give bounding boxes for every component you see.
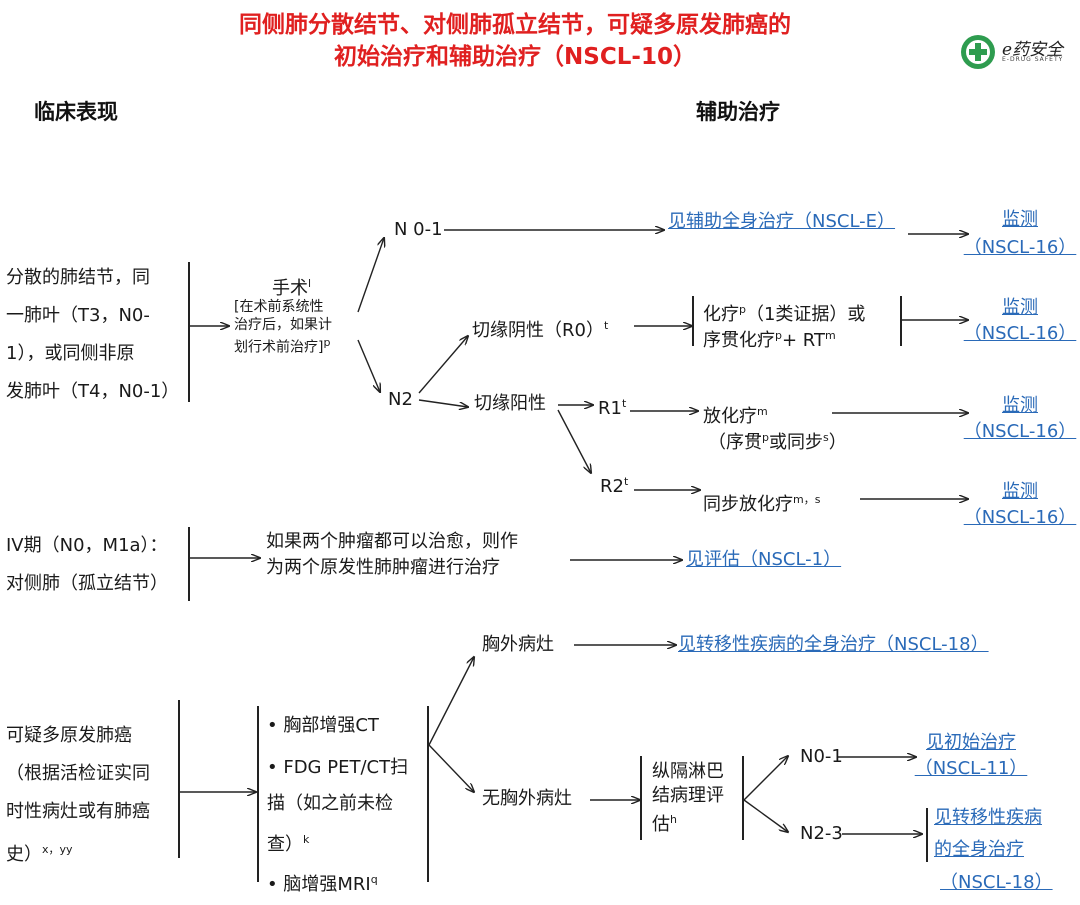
node-extrathoracic: 胸外病灶 — [482, 634, 554, 655]
link-monitor-ref[interactable]: （NSCL-16） — [963, 323, 1077, 344]
header-clinical: 临床表现 — [34, 100, 118, 124]
suspected-mpl-line: （根据活检证实同 — [6, 763, 150, 784]
stage-iv-line: 对侧肺（孤立结节） — [6, 573, 168, 594]
node-n01-mpl: N0-1 — [800, 746, 843, 767]
surgery-note: 划行术前治疗]p — [234, 336, 331, 356]
workup-item: • 脑增强MRIq — [267, 873, 378, 895]
stage-iv-action: 如果两个肿瘤都可以治愈，则作 — [266, 531, 518, 552]
link-metastatic-systemic-ref[interactable]: （NSCL-18） — [940, 872, 1053, 893]
presentation-line: 发肺叶（T4，N0-1） — [6, 381, 180, 402]
presentation-line: 一肺叶（T3，N0- — [6, 305, 150, 326]
diagram-title-line1: 同侧肺分散结节、对侧肺孤立结节，可疑多原发肺癌的 — [239, 12, 791, 38]
header-adjuvant: 辅助治疗 — [696, 100, 780, 124]
bracket-section1-left — [188, 262, 190, 402]
bracket-n23-left — [926, 808, 928, 862]
node-no-extrathoracic: 无胸外病灶 — [482, 788, 572, 809]
presentation-line: 分散的肺结节，同 — [6, 267, 150, 288]
link-evaluation[interactable]: 见评估（NSCL-1） — [686, 549, 842, 570]
logo-cross-icon — [961, 35, 995, 69]
link-monitor[interactable]: 监测 — [1002, 395, 1038, 416]
r1-treatment-line1: 放化疗m — [703, 405, 768, 427]
node-r1: R1t — [598, 397, 627, 419]
r0-treatment-line1: 化疗p（1类证据）或 — [703, 303, 866, 325]
mediastinal-eval: 纵隔淋巴 — [652, 761, 724, 782]
node-n01: N 0-1 — [394, 219, 443, 240]
mediastinal-eval: 结病理评 — [652, 785, 724, 806]
link-monitor[interactable]: 监测 — [1002, 481, 1038, 502]
stage-iv-action: 为两个原发性肺肿瘤进行治疗 — [266, 557, 500, 578]
bracket-section2-left — [188, 527, 190, 601]
node-n2: N2 — [388, 389, 413, 410]
bracket-mediastinal-right — [742, 756, 744, 840]
presentation-line: 1），或同侧非原 — [6, 343, 135, 364]
link-monitor-ref[interactable]: （NSCL-16） — [963, 237, 1077, 258]
link-monitor[interactable]: 监测 — [1002, 209, 1038, 230]
e-drug-safety-logo: e药安全 E-DRUG SAFETY — [958, 32, 1068, 72]
suspected-mpl-line: 史）x，yy — [6, 843, 73, 865]
node-r2: R2t — [600, 475, 629, 497]
workup-item: • 胸部增强CT — [267, 715, 379, 736]
link-metastatic-systemic[interactable]: 见转移性疾病 — [934, 807, 1042, 828]
link-adjuvant-systemic[interactable]: 见辅助全身治疗（NSCL-E） — [668, 211, 896, 232]
r1-treatment-line2: （序贯p或同步s） — [708, 431, 847, 453]
bracket-section3-left — [178, 700, 180, 858]
logo-brand: e药安全 — [1002, 40, 1064, 60]
stage-iv-line: IV期（N0，M1a）： — [6, 535, 168, 556]
bracket-mediastinal-left — [640, 756, 642, 840]
link-monitor[interactable]: 监测 — [1002, 297, 1038, 318]
mediastinal-eval: 估h — [652, 813, 677, 835]
link-metastatic-systemic[interactable]: 见转移性疾病的全身治疗（NSCL-18） — [678, 634, 989, 655]
link-monitor-ref[interactable]: （NSCL-16） — [963, 421, 1077, 442]
suspected-mpl-line: 可疑多原发肺癌 — [6, 725, 132, 746]
logo-sub: E-DRUG SAFETY — [1002, 56, 1064, 63]
link-monitor-ref[interactable]: （NSCL-16） — [963, 507, 1077, 528]
workup-item: 查）k — [267, 833, 310, 855]
r2-treatment: 同步放化疗m，s — [703, 493, 821, 515]
workup-item: 描（如之前未检 — [267, 793, 393, 814]
surgery-note: [在术前系统性 — [234, 299, 324, 315]
diagram-title-line2: 初始治疗和辅助治疗（NSCL-10） — [334, 44, 696, 70]
bracket-workup-left — [257, 706, 259, 882]
workup-item: • FDG PET/CT扫 — [267, 757, 409, 778]
surgery-label: 手术l — [272, 277, 312, 299]
bracket-workup-right — [427, 706, 429, 882]
link-initial-treatment[interactable]: 见初始治疗 — [926, 732, 1016, 753]
r0-treatment-line2: 序贯化疗p+ RTm — [703, 329, 836, 351]
link-initial-treatment-ref[interactable]: （NSCL-11） — [914, 758, 1028, 779]
surgery-note: 治疗后，如果计 — [234, 317, 332, 333]
node-margin-negative: 切缘阴性（R0）t — [472, 319, 609, 341]
bracket-r0-right — [900, 296, 902, 346]
node-n23-mpl: N2-3 — [800, 823, 843, 844]
suspected-mpl-line: 时性病灶或有肺癌 — [6, 801, 150, 822]
link-metastatic-systemic[interactable]: 的全身治疗 — [934, 839, 1024, 860]
bracket-r0-left — [692, 296, 694, 346]
node-margin-positive: 切缘阳性 — [474, 393, 546, 414]
